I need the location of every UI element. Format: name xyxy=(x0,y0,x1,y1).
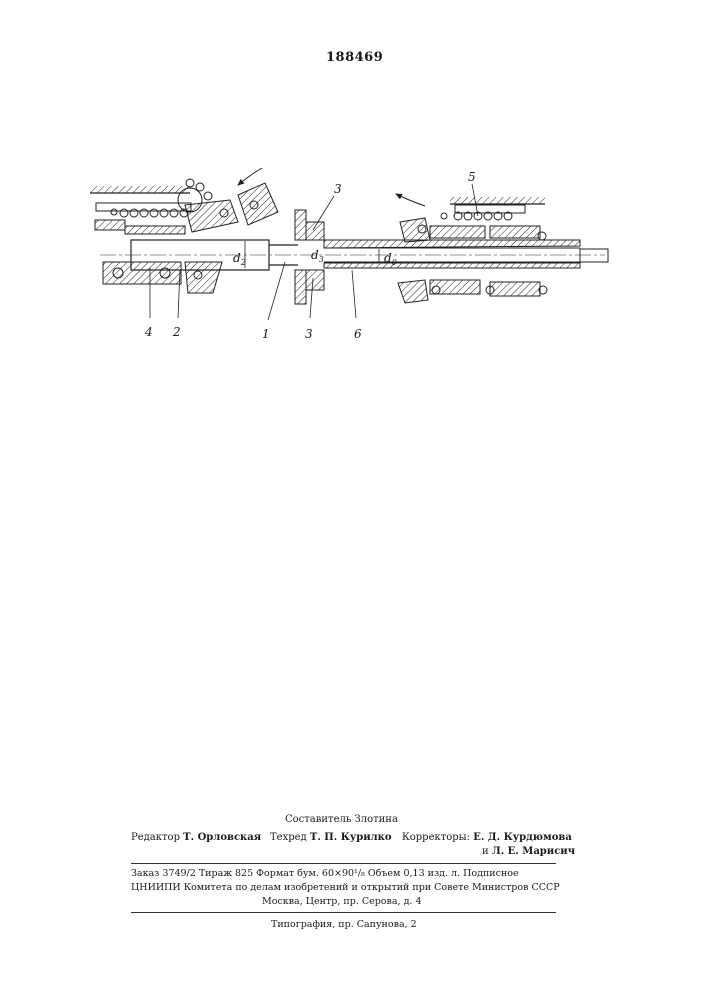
editor-line: Редактор Т. Орловская xyxy=(131,831,261,845)
label-part-1: 1 xyxy=(262,327,270,341)
rotation-arrow-left xyxy=(238,168,262,185)
right-lower-rollers xyxy=(398,280,547,303)
left-frame xyxy=(90,186,190,193)
corrector-2: Л. Е. Марисич xyxy=(492,846,575,857)
rotation-arrow-right xyxy=(396,194,425,206)
techred-label: Техред xyxy=(270,832,307,843)
right-frame xyxy=(450,197,545,204)
label-part-3-bottom: 3 xyxy=(305,327,313,341)
imprint-line-1: Заказ 3749/2 Тираж 825 Формат бум. 60×90… xyxy=(131,867,519,881)
correctors-label: Корректоры: xyxy=(402,832,470,843)
compiler-line: Составитель Злотина xyxy=(285,813,398,827)
techred-name: Т. П. Курилко xyxy=(310,832,392,843)
imprint-line-3: Москва, Центр, пр. Серова, д. 4 xyxy=(262,895,422,909)
corrector-2-line: и Л. Е. Марисич xyxy=(482,845,575,859)
label-part-4: 4 xyxy=(144,325,153,339)
editor-label: Редактор xyxy=(131,832,180,843)
label-part-6: 6 xyxy=(354,327,362,341)
left-lower-block xyxy=(103,262,222,293)
label-part-5: 5 xyxy=(468,170,476,184)
correctors-line: Корректоры: Е. Д. Курдюмова xyxy=(402,831,572,845)
label-part-3-top: 3 xyxy=(334,182,342,196)
tube-6 xyxy=(324,240,608,268)
editor-name: Т. Орловская xyxy=(183,832,261,843)
dim-d3: d3 xyxy=(311,248,324,264)
label-part-2: 2 xyxy=(172,325,181,339)
imprint-line-2: ЦНИИПИ Комитета по делам изобретений и о… xyxy=(131,881,560,895)
right-roller-assembly xyxy=(400,205,546,242)
dim-d0: d0 xyxy=(384,251,397,267)
corrector-2-prefix: и xyxy=(482,846,489,857)
dim-d2: d2 xyxy=(233,251,246,267)
corrector-1: Е. Д. Курдюмова xyxy=(473,832,572,843)
rule-bottom xyxy=(131,912,556,913)
techred-line: Техред Т. П. Курилко xyxy=(270,831,392,845)
printer-line: Типография, пр. Сапунова, 2 xyxy=(271,918,417,932)
rule-top xyxy=(131,863,556,864)
